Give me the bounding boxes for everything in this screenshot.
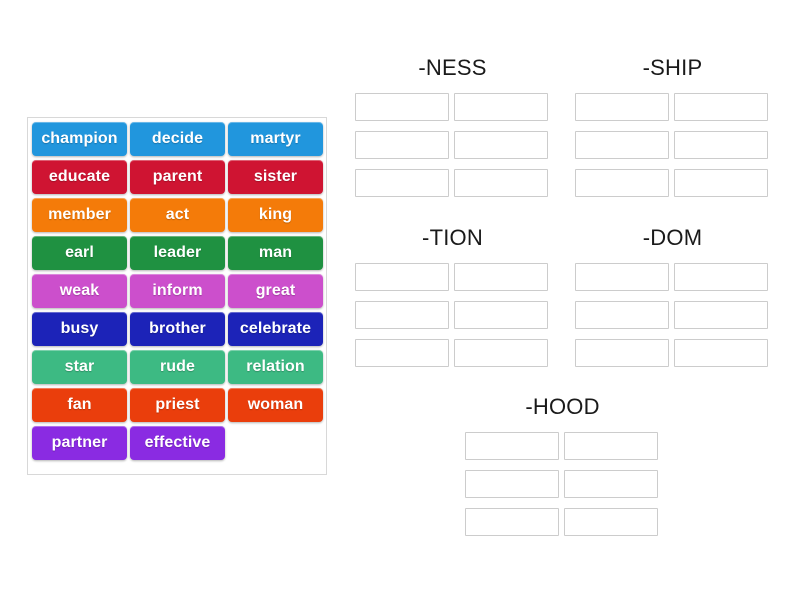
group-tion: -TION (355, 225, 550, 377)
group-ship: -SHIP (575, 55, 770, 207)
word-tile[interactable]: king (228, 198, 323, 232)
group-title-tion: -TION (422, 225, 483, 250)
word-tile[interactable]: effective (130, 426, 225, 460)
word-tile[interactable]: earl (32, 236, 127, 270)
drop-slot-ness[interactable] (355, 93, 449, 121)
drop-slot-ship[interactable] (575, 169, 669, 197)
slot-grid-tion (355, 263, 550, 377)
drop-slot-tion[interactable] (355, 301, 449, 329)
drop-slot-ness[interactable] (454, 131, 548, 159)
drop-slot-ness[interactable] (454, 169, 548, 197)
word-tile[interactable]: inform (130, 274, 225, 308)
drop-slot-ness[interactable] (355, 131, 449, 159)
word-tile-empty (228, 426, 323, 460)
group-title-dom: -DOM (642, 225, 703, 250)
group-title-hood: -HOOD (525, 394, 600, 419)
drop-slot-ship[interactable] (575, 131, 669, 159)
drop-slot-tion[interactable] (454, 339, 548, 367)
word-tile[interactable]: woman (228, 388, 323, 422)
group-ness: -NESS (355, 55, 550, 207)
word-tile[interactable]: priest (130, 388, 225, 422)
drop-slot-ness[interactable] (355, 169, 449, 197)
group-title-ness: -NESS (418, 55, 487, 80)
drop-slot-dom[interactable] (674, 263, 768, 291)
word-tile[interactable]: decide (130, 122, 225, 156)
drop-slot-dom[interactable] (575, 263, 669, 291)
drop-slot-dom[interactable] (674, 339, 768, 367)
drop-slot-tion[interactable] (454, 301, 548, 329)
word-tile[interactable]: partner (32, 426, 127, 460)
drop-slot-hood[interactable] (564, 432, 658, 460)
word-tile[interactable]: weak (32, 274, 127, 308)
drop-slot-hood[interactable] (465, 470, 559, 498)
drop-slot-hood[interactable] (465, 432, 559, 460)
drop-slot-hood[interactable] (564, 470, 658, 498)
slot-grid-ship (575, 93, 770, 207)
word-tile[interactable]: relation (228, 350, 323, 384)
drop-slot-dom[interactable] (575, 301, 669, 329)
slot-grid-ness (355, 93, 550, 207)
drop-slot-ship[interactable] (674, 169, 768, 197)
drop-slot-ship[interactable] (674, 93, 768, 121)
word-tile[interactable]: leader (130, 236, 225, 270)
word-tile[interactable]: man (228, 236, 323, 270)
drop-slot-tion[interactable] (355, 339, 449, 367)
word-tile[interactable]: rude (130, 350, 225, 384)
drop-slot-dom[interactable] (575, 339, 669, 367)
drop-slot-hood[interactable] (465, 508, 559, 536)
slot-grid-hood (465, 432, 660, 546)
group-hood: -HOOD (465, 394, 660, 546)
word-tile[interactable]: star (32, 350, 127, 384)
group-title-ship: -SHIP (642, 55, 703, 80)
drop-slot-ship[interactable] (674, 131, 768, 159)
word-tile[interactable]: champion (32, 122, 127, 156)
word-tile[interactable]: celebrate (228, 312, 323, 346)
word-tile[interactable]: educate (32, 160, 127, 194)
drop-slot-hood[interactable] (564, 508, 658, 536)
drop-slot-ness[interactable] (454, 93, 548, 121)
word-tile[interactable]: sister (228, 160, 323, 194)
word-tile[interactable]: brother (130, 312, 225, 346)
word-tile[interactable]: parent (130, 160, 225, 194)
word-tile[interactable]: member (32, 198, 127, 232)
word-tile[interactable]: fan (32, 388, 127, 422)
slot-grid-dom (575, 263, 770, 377)
group-dom: -DOM (575, 225, 770, 377)
drop-slot-tion[interactable] (454, 263, 548, 291)
drop-slot-tion[interactable] (355, 263, 449, 291)
drop-slot-ship[interactable] (575, 93, 669, 121)
word-tile[interactable]: busy (32, 312, 127, 346)
word-tile[interactable]: great (228, 274, 323, 308)
word-tile[interactable]: act (130, 198, 225, 232)
word-tile[interactable]: martyr (228, 122, 323, 156)
drop-slot-dom[interactable] (674, 301, 768, 329)
